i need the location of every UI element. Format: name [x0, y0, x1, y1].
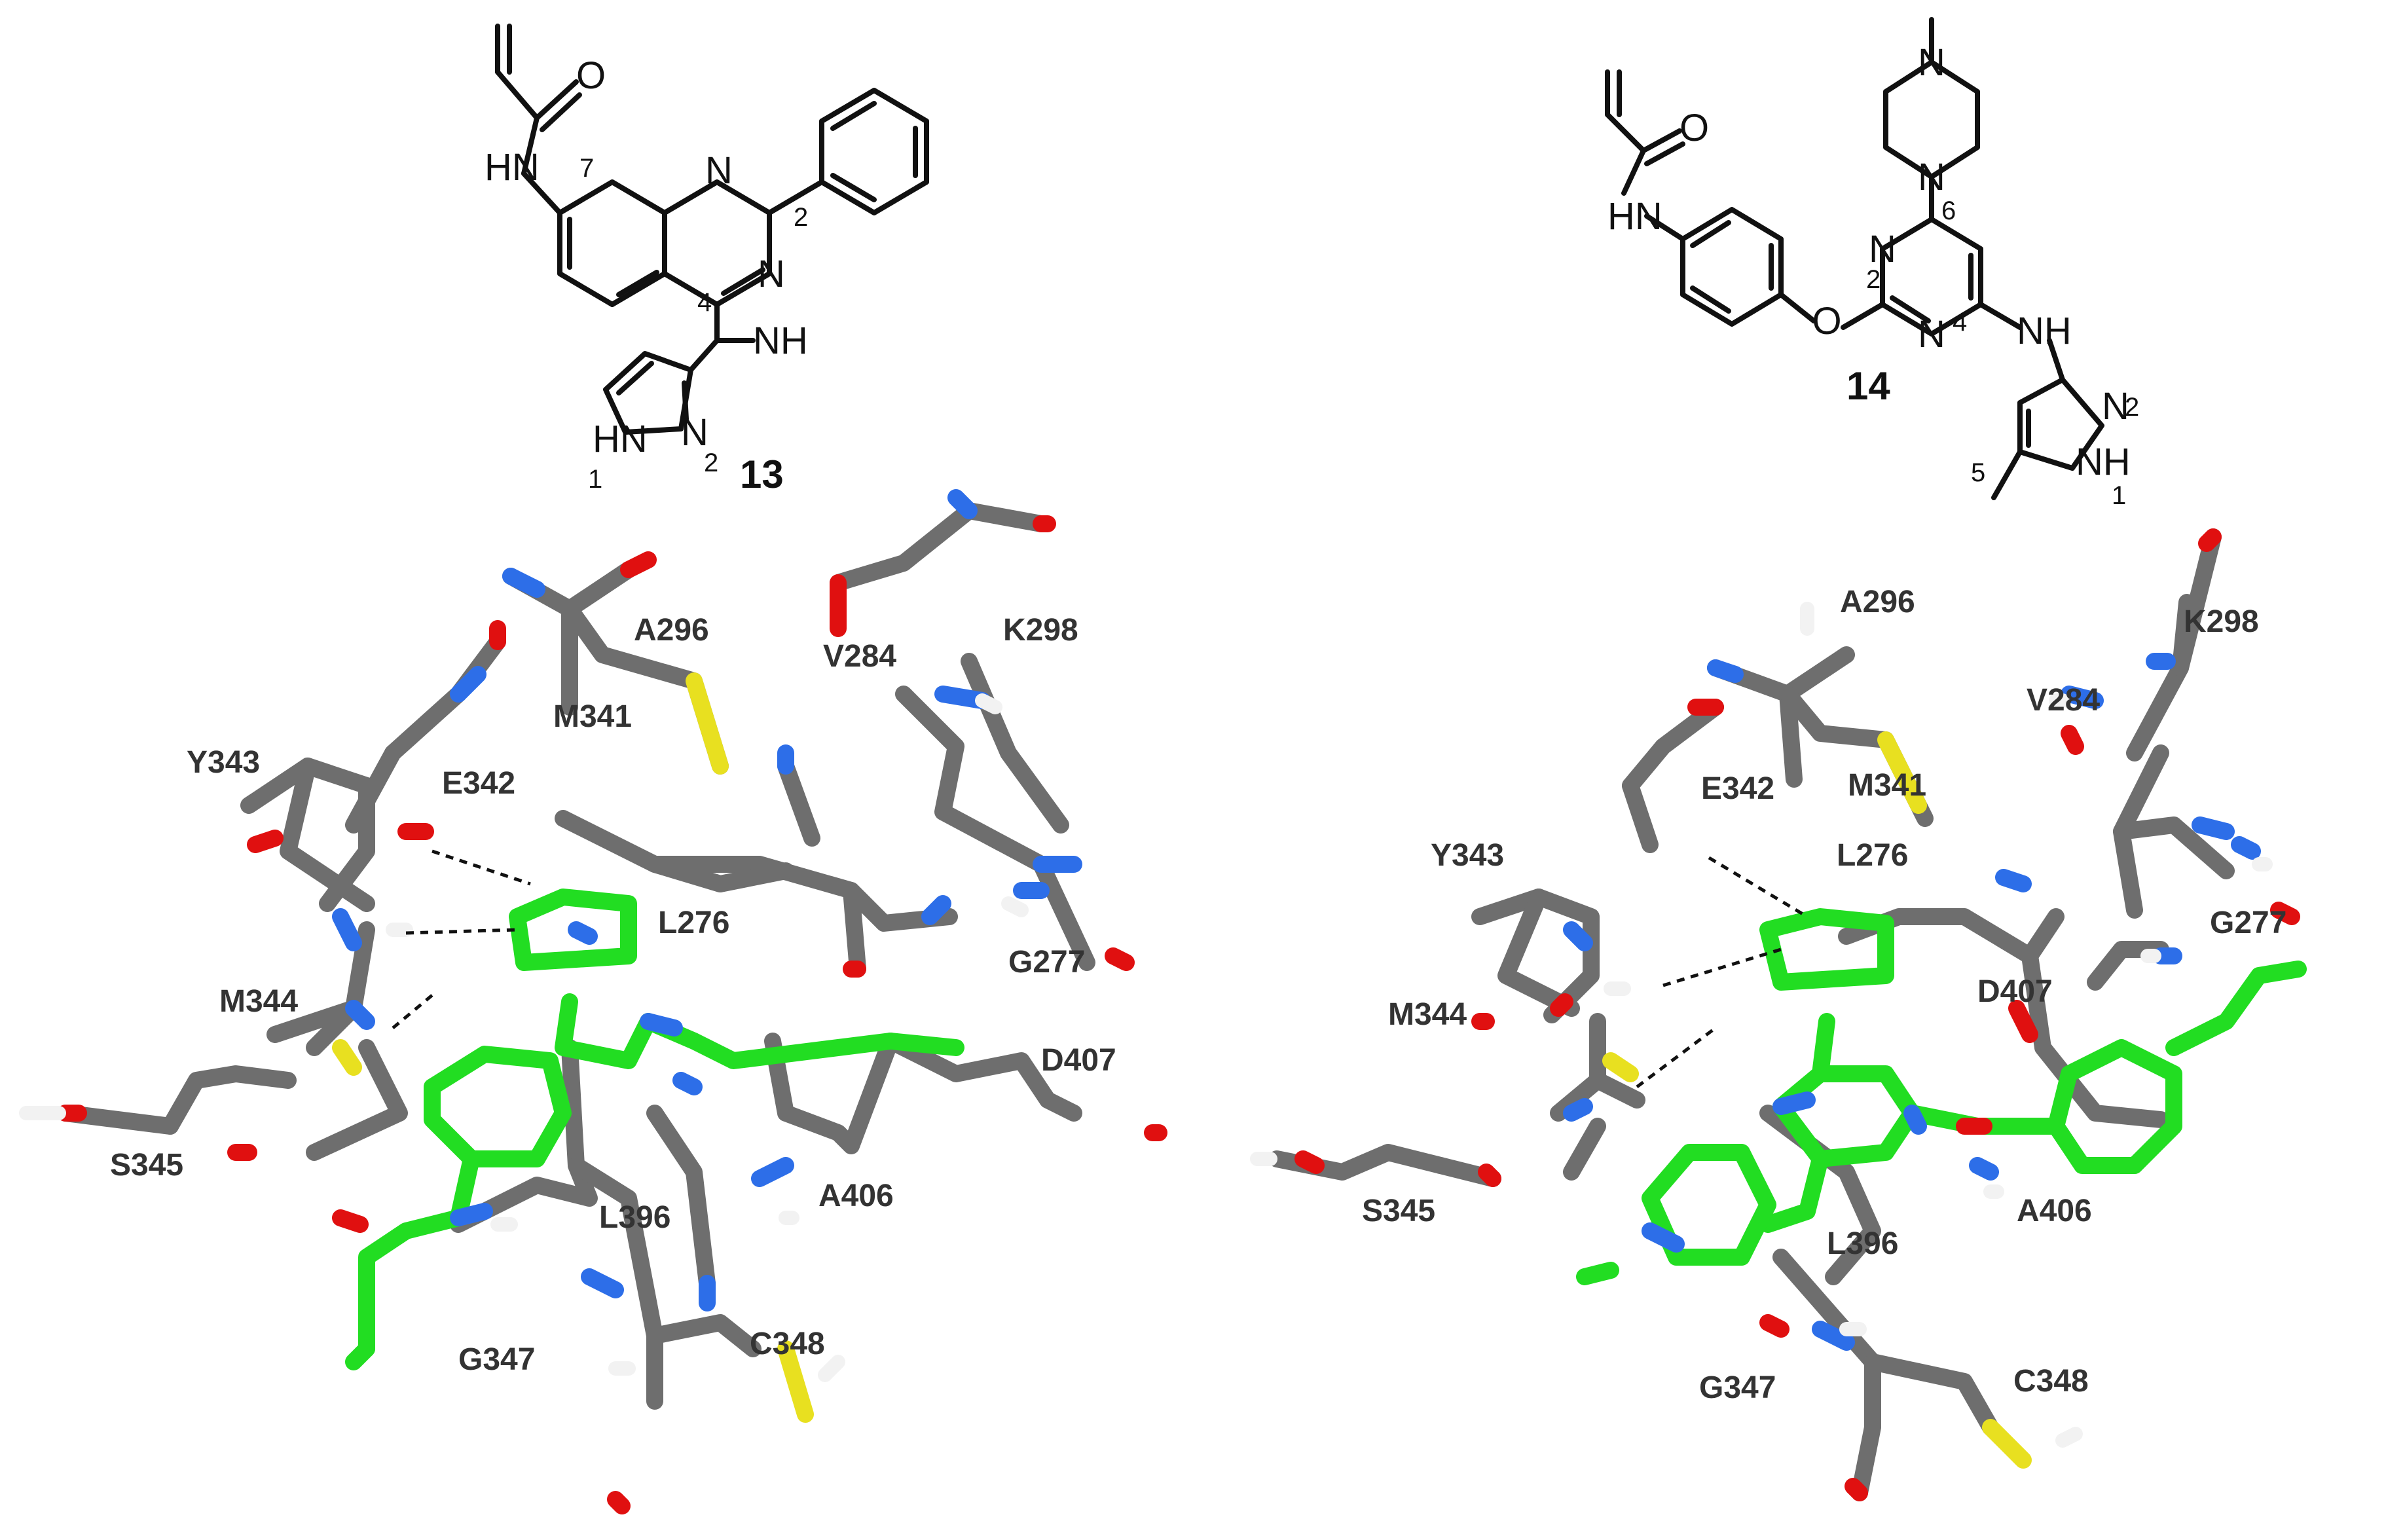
compound-14-structure: N N N N NH N NH O HN O 6 2 4 5 2 1 14	[1605, 17, 2139, 510]
position-number: 2	[794, 203, 808, 232]
residue-label: V284	[2027, 683, 2100, 718]
atom-n: N	[1918, 313, 1945, 356]
atom-n: N	[1918, 156, 1945, 198]
position-number: 4	[1953, 308, 1967, 337]
residue-label: S345	[110, 1148, 183, 1182]
atom-nh: NH	[2017, 310, 2072, 352]
atom-o: O	[576, 54, 606, 97]
residue-label: C348	[750, 1327, 825, 1361]
residue-label: D407	[1041, 1043, 1116, 1078]
residue-label: G347	[1699, 1370, 1776, 1405]
residue-label: L396	[1827, 1226, 1898, 1261]
compound-label: 14	[1846, 364, 1890, 408]
position-number: 7	[579, 154, 594, 183]
position-number: 6	[1941, 196, 1956, 225]
atom-n: N	[758, 253, 785, 295]
residue-label: G347	[458, 1342, 535, 1377]
position-number: 2	[1866, 265, 1881, 294]
pose-14-labels: A296 K298 V284 E342 M341 Y343 L276 G277 …	[1362, 585, 2286, 1405]
residue-label: G277	[2210, 906, 2286, 940]
residue-label: M341	[1848, 768, 1926, 803]
atom-o: O	[1812, 300, 1841, 342]
compound-label: 13	[740, 452, 784, 496]
atom-nh: NH	[753, 320, 808, 362]
residue-label: M344	[1388, 997, 1467, 1032]
residue-label: K298	[1003, 613, 1078, 648]
residue-label: S345	[1362, 1194, 1435, 1228]
residue-label: A296	[634, 613, 709, 648]
residue-label: K298	[2184, 604, 2259, 639]
atom-n: N	[705, 149, 733, 192]
atom-n: N	[1869, 228, 1896, 270]
residue-label: E342	[442, 766, 515, 801]
position-number: 4	[697, 288, 712, 317]
residue-label: E342	[1701, 771, 1774, 806]
pose-14-model	[1250, 528, 2307, 1501]
position-number: 1	[2112, 481, 2126, 510]
pose-13-model	[19, 489, 1167, 1514]
residue-label: Y343	[1431, 838, 1504, 873]
residue-label: A406	[2017, 1194, 2092, 1228]
residue-label: D407	[1977, 974, 2053, 1009]
atom-hn: HN	[485, 146, 540, 189]
residue-label: C348	[2013, 1364, 2089, 1399]
residue-label: G277	[1008, 945, 1085, 980]
residue-label: L396	[599, 1200, 670, 1235]
residue-label: A296	[1840, 585, 1915, 619]
position-number: 5	[1971, 458, 1985, 487]
residue-label: L276	[1837, 838, 1908, 873]
atom-nh: NH	[2076, 441, 2131, 483]
atom-hn: HN	[593, 418, 648, 460]
residue-label: M341	[553, 699, 632, 734]
residue-label: M344	[219, 984, 298, 1019]
residue-label: L276	[658, 906, 729, 940]
atom-n: N	[1918, 41, 1945, 84]
residue-label: Y343	[187, 745, 260, 780]
position-number: 2	[704, 449, 718, 477]
atom-n: N	[681, 411, 708, 454]
atom-o: O	[1679, 107, 1709, 149]
atom-n: N	[2102, 385, 2129, 428]
residue-label: A406	[818, 1179, 894, 1213]
position-number: 2	[2125, 393, 2139, 422]
pose-13-labels: A296 K298 V284 M341 Y343 E342 L276 G277 …	[110, 613, 1116, 1377]
atom-hn: HN	[1607, 195, 1662, 238]
position-number: 1	[588, 465, 602, 494]
compound-13-structure: N N NH HN N HN O 7 2 4 1 2 13	[485, 24, 929, 496]
residue-label: V284	[823, 639, 896, 674]
